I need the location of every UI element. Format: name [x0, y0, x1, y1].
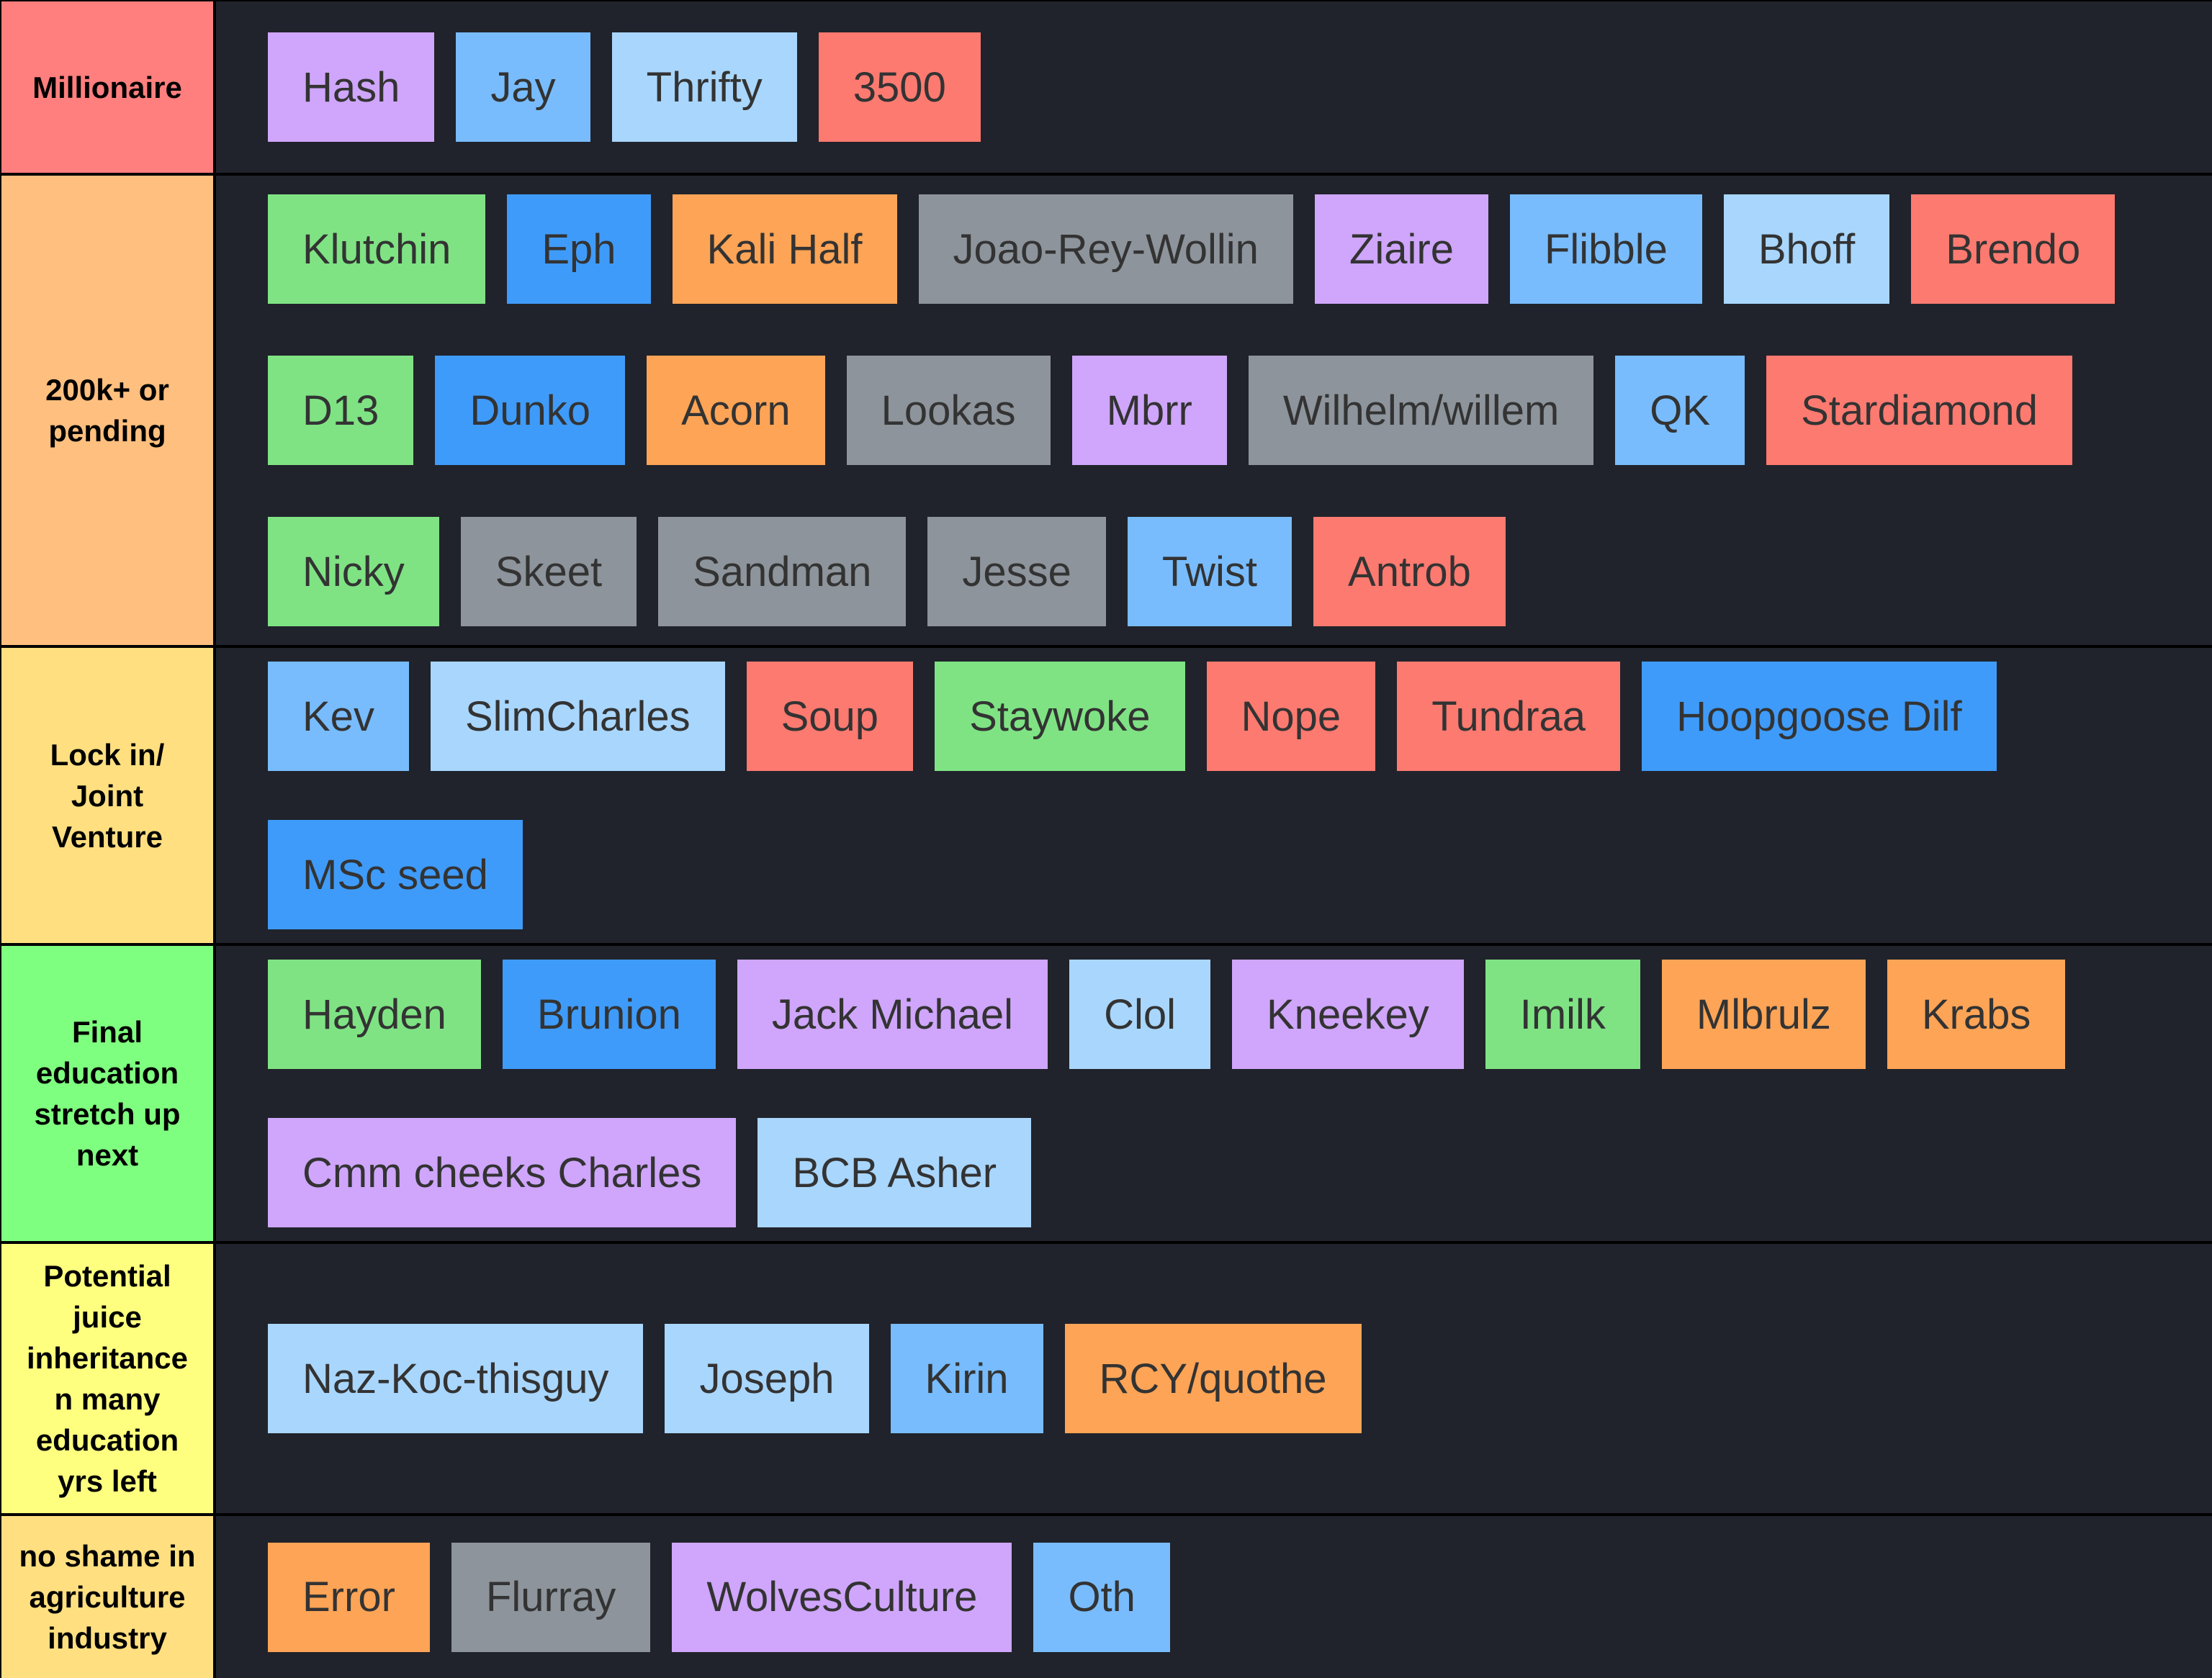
tier-item[interactable]: Naz-Koc-thisguy [268, 1324, 644, 1433]
tier-item[interactable]: Krabs [1887, 960, 2066, 1069]
tier-item[interactable]: Stardiamond [1766, 356, 2072, 465]
tier-item[interactable]: Klutchin [268, 194, 486, 304]
tier-item[interactable]: Hayden [268, 960, 481, 1069]
tier-label: Lock in/ Joint Venture [0, 648, 216, 943]
tier-items: Hash Jay Thrifty 3500 [216, 1, 2212, 173]
tier-item[interactable]: Kali Half [672, 194, 897, 304]
tier-item[interactable]: WolvesCulture [672, 1542, 1012, 1652]
tier-label: Final education stretch up next [0, 946, 216, 1241]
tier-item[interactable]: Nope [1206, 662, 1376, 771]
tier-row-millionaire: Millionaire Hash Jay Thrifty 3500 [0, 0, 2212, 176]
tier-item[interactable]: D13 [268, 356, 414, 465]
tier-label: no shame in agriculture industry [0, 1516, 216, 1678]
tier-item[interactable]: Joao-Rey-Wollin [918, 194, 1293, 304]
tier-items: Naz-Koc-thisguy Joseph Kirin RCY/quothe [216, 1244, 2212, 1513]
tier-item[interactable]: Joseph [665, 1324, 869, 1433]
tier-item[interactable]: Kev [268, 662, 409, 771]
tier-label: Potential juice inheritance n many educa… [0, 1244, 216, 1513]
tier-item[interactable]: Jay [456, 32, 590, 142]
tier-item[interactable]: Ziaire [1314, 194, 1488, 304]
tier-item[interactable]: Nicky [268, 517, 439, 626]
tier-item[interactable]: Eph [507, 194, 651, 304]
tier-items: Error Flurray WolvesCulture Oth [216, 1516, 2212, 1678]
tier-label: 200k+ or pending [0, 176, 216, 645]
tier-item[interactable]: Hash [268, 32, 435, 142]
tier-item[interactable]: Lookas [846, 356, 1051, 465]
tier-item[interactable]: Kneekey [1232, 960, 1464, 1069]
tier-item[interactable]: Kirin [890, 1324, 1043, 1433]
tier-item[interactable]: Oth [1033, 1542, 1170, 1652]
tier-item[interactable]: Bhoff [1723, 194, 1890, 304]
tier-row-final-education: Final education stretch up next Hayden B… [0, 946, 2212, 1244]
tier-item[interactable]: RCY/quothe [1064, 1324, 1362, 1433]
tier-item[interactable]: Soup [746, 662, 914, 771]
tier-item[interactable]: Imilk [1485, 960, 1640, 1069]
tier-row-potential-juice: Potential juice inheritance n many educa… [0, 1244, 2212, 1516]
tier-item[interactable]: Antrob [1313, 517, 1506, 626]
tier-item[interactable]: Cmm cheeks Charles [268, 1118, 737, 1227]
tier-item[interactable]: Jack Michael [737, 960, 1048, 1069]
tier-item[interactable]: MSc seed [268, 820, 523, 929]
tier-item[interactable]: Thrifty [611, 32, 797, 142]
tier-item[interactable]: Mlbrulz [1661, 960, 1866, 1069]
tier-item[interactable]: Staywoke [935, 662, 1185, 771]
tier-item[interactable]: 3500 [818, 32, 981, 142]
tier-item[interactable]: Error [268, 1542, 430, 1652]
tier-item[interactable]: Jesse [927, 517, 1106, 626]
tier-item[interactable]: Brendo [1911, 194, 2116, 304]
tier-item[interactable]: Wilhelm/willem [1248, 356, 1594, 465]
tier-item[interactable]: Clol [1069, 960, 1210, 1069]
tier-item[interactable]: Mbrr [1071, 356, 1227, 465]
tier-item[interactable]: Acorn [647, 356, 825, 465]
tier-items: Klutchin Eph Kali Half Joao-Rey-Wollin Z… [216, 176, 2212, 645]
tier-row-no-shame-agriculture: no shame in agriculture industry Error F… [0, 1516, 2212, 1678]
tier-item[interactable]: Brunion [502, 960, 716, 1069]
tier-item[interactable]: Flurray [451, 1542, 651, 1652]
tier-label: Millionaire [0, 1, 216, 173]
tier-items: Kev SlimCharles Soup Staywoke Nope Tundr… [216, 648, 2212, 943]
tier-item[interactable]: Tundraa [1397, 662, 1621, 771]
tier-item[interactable]: Hoopgoose Dilf [1642, 662, 1997, 771]
tier-items: Hayden Brunion Jack Michael Clol Kneekey… [216, 946, 2212, 1241]
tier-item[interactable]: Sandman [658, 517, 907, 626]
tier-item[interactable]: Dunko [435, 356, 626, 465]
tier-item[interactable]: Twist [1127, 517, 1292, 626]
tier-row-200k-or-pending: 200k+ or pending Klutchin Eph Kali Half … [0, 176, 2212, 648]
tier-item[interactable]: Flibble [1509, 194, 1702, 304]
tier-item[interactable]: SlimCharles [430, 662, 725, 771]
tier-item[interactable]: Skeet [460, 517, 637, 626]
tier-row-lock-in-joint-venture: Lock in/ Joint Venture Kev SlimCharles S… [0, 648, 2212, 946]
tier-item[interactable]: QK [1615, 356, 1745, 465]
tier-item[interactable]: BCB Asher [757, 1118, 1032, 1227]
